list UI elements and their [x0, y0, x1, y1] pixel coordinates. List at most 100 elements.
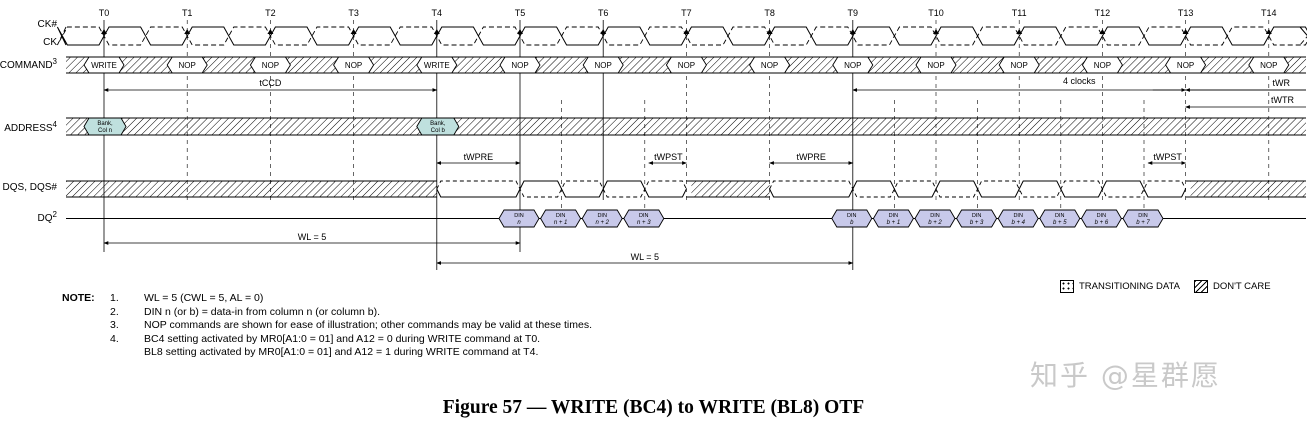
command-text: NOP	[595, 61, 612, 70]
dq-data-box	[1122, 209, 1164, 228]
command-text: WRITE	[424, 61, 450, 70]
command-text: NOP	[844, 61, 861, 70]
twpre-2-label: tWPRE	[796, 152, 826, 162]
dq-din-text: DIN	[1138, 213, 1148, 219]
dq-din-text: DIN	[639, 213, 649, 219]
dq-data-label: n + 3	[637, 220, 651, 226]
dq-din-text: DIN	[556, 213, 566, 219]
command-text: NOP	[262, 61, 279, 70]
rising-edge-arrow	[1016, 29, 1023, 34]
dq-data-label: b + 4	[1011, 220, 1025, 226]
command-text: NOP	[511, 61, 528, 70]
dqs-bar-waveform	[436, 180, 687, 198]
dq-data-label: b + 3	[970, 220, 984, 226]
dont-care-swatch	[1193, 280, 1208, 293]
command-label: COMMAND3	[0, 57, 58, 71]
command-text: NOP	[1177, 61, 1194, 70]
address-footnote: 4	[53, 120, 58, 129]
dq-data-box	[540, 209, 582, 228]
twr-label: tWR	[1273, 78, 1291, 88]
dq-data-label: b + 2	[928, 220, 942, 226]
note-number: 3.	[110, 319, 119, 331]
rising-edge-arrow	[600, 29, 607, 34]
rising-edge-arrow	[933, 29, 939, 34]
clock-label: T7	[681, 8, 692, 18]
rising-edge-arrow	[184, 29, 191, 34]
rising-edge-arrow	[267, 29, 274, 34]
tccd-label: tCCD	[259, 78, 281, 88]
rising-edge-arrow	[1182, 29, 1189, 34]
dqs-waveform	[769, 180, 1187, 198]
command-text: NOP	[1260, 61, 1277, 70]
dq-data-label: b + 7	[1136, 220, 1150, 226]
address-box-line2: Col n	[98, 128, 112, 134]
dq-footnote: 2	[53, 210, 58, 219]
dq-din-text: DIN	[514, 213, 524, 219]
address-label-text: ADDRESS	[4, 123, 53, 134]
address-box	[83, 117, 127, 136]
dq-data-box	[581, 209, 623, 228]
note-row-3: 3. NOP commands are shown for ease of il…	[62, 319, 592, 333]
timing-diagram: CK# CK COMMAND3 ADDRESS4 DQS, DQS# DQ2 T…	[0, 8, 1307, 270]
dq-data-label: n	[517, 220, 521, 226]
clock-label: T13	[1178, 8, 1194, 18]
clock-label: T5	[515, 8, 526, 18]
clock-label: T3	[348, 8, 359, 18]
rising-edge-arrow	[1099, 29, 1106, 34]
clock-label: T14	[1261, 8, 1277, 18]
notes-section: NOTE: 1. WL = 5 (CWL = 5, AL = 0) 2. DIN…	[62, 292, 592, 360]
rising-edge-arrow	[517, 29, 523, 34]
dq-data-label: n + 2	[595, 220, 609, 226]
dq-data-box	[1080, 209, 1122, 228]
note-number: 1.	[110, 292, 119, 304]
dq-data-box	[956, 209, 998, 228]
note-number	[110, 346, 144, 360]
command-text: NOP	[761, 61, 778, 70]
dq-din-text: DIN	[1097, 213, 1107, 219]
rising-edge-arrow	[683, 29, 690, 34]
dq-data-box	[498, 209, 540, 228]
command-text: NOP	[1094, 61, 1111, 70]
dqs-dont-care	[1190, 181, 1306, 197]
four-clocks-label: 4 clocks	[1063, 76, 1096, 86]
wl-1-label: WL = 5	[298, 232, 326, 242]
legend-dont-care-label: DON'T CARE	[1212, 281, 1271, 292]
address-box-line2: Col b	[431, 128, 446, 134]
notes-heading: NOTE:	[62, 292, 95, 304]
ck-label: CK	[43, 37, 57, 48]
note-number: 2.	[110, 305, 119, 318]
dqs-row	[66, 180, 1306, 198]
dq-din-text: DIN	[972, 213, 982, 219]
dq-data-box	[831, 209, 873, 228]
rising-edge-arrow	[433, 29, 440, 34]
note-text: NOP commands are shown for ease of illus…	[144, 319, 593, 331]
dq-din-text: DIN	[1013, 213, 1023, 219]
dq-data-label: b + 6	[1095, 220, 1109, 226]
legend: TRANSITIONING DATA DON'T CARE	[1060, 280, 1271, 293]
ck-bar-label: CK#	[38, 19, 58, 30]
clock-label: T2	[265, 8, 276, 18]
dq-din-text: DIN	[889, 213, 899, 219]
dq-din-text: DIN	[1055, 213, 1065, 219]
dq-data-box	[997, 209, 1039, 228]
rising-edge-arrow	[1265, 29, 1272, 34]
dq-data-label: b + 5	[1053, 220, 1067, 226]
dqs-dont-care	[691, 181, 770, 197]
dq-data-box	[872, 209, 914, 228]
command-footnote: 3	[53, 57, 58, 66]
note-row-2: 2. DIN n (or b) = data-in from column n …	[62, 306, 592, 320]
clock-label: T12	[1095, 8, 1111, 18]
note-text: DIN n (or b) = data-in from column n (or…	[144, 305, 381, 318]
command-text: NOP	[927, 61, 944, 70]
note-text: BL8 setting activated by MR0[A1:0 = 01] …	[144, 346, 539, 358]
rising-edge-arrow	[766, 29, 773, 34]
command-text: NOP	[1011, 61, 1028, 70]
address-box	[416, 117, 460, 136]
dqs-dont-care	[66, 181, 437, 197]
dq-data-label: b + 1	[887, 220, 901, 226]
address-dont-care	[66, 118, 1306, 135]
